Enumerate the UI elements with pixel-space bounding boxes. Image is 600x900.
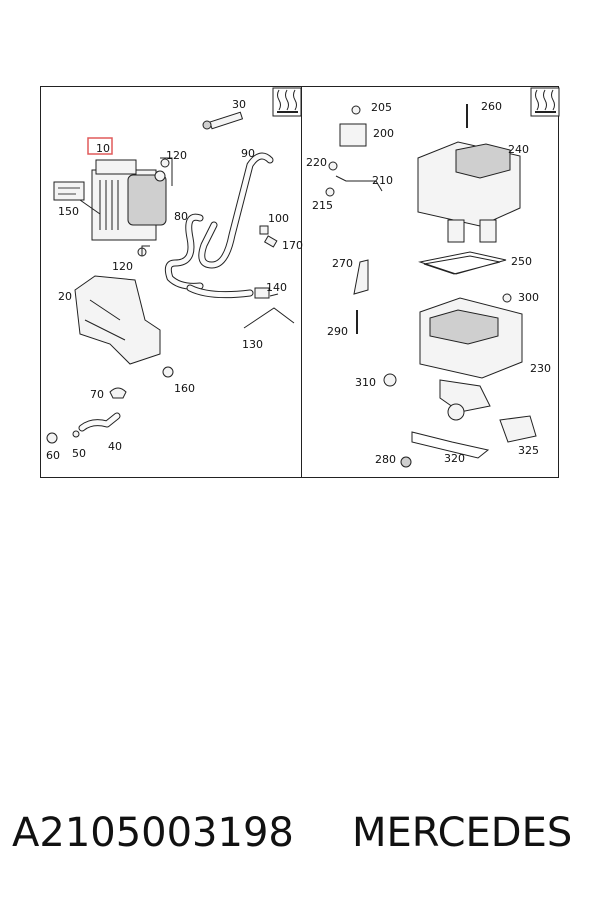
callout-60: 60 [46, 449, 60, 462]
relay-part-200[interactable] [339, 123, 367, 147]
mounting-bracket-20[interactable] [74, 275, 161, 365]
connector-part-100[interactable] [259, 225, 269, 235]
connector-part-170[interactable] [263, 235, 278, 248]
clamp-part-120a[interactable] [160, 158, 170, 168]
callout-30: 30 [232, 98, 246, 111]
callout-10: 10 [96, 142, 110, 155]
callout-140: 140 [266, 281, 287, 294]
gasket-part-320[interactable] [411, 431, 490, 459]
callout-40: 40 [108, 440, 122, 453]
callout-300: 300 [518, 291, 539, 304]
callout-220: 220 [306, 156, 327, 169]
nut-part-160[interactable] [162, 366, 174, 378]
callout-280: 280 [375, 453, 396, 466]
callout-120a: 120 [166, 149, 187, 162]
callout-210: 210 [372, 174, 393, 187]
pump-unit-230[interactable] [419, 297, 523, 421]
bracket-part-325[interactable] [499, 415, 537, 443]
grommet-part-280[interactable] [400, 456, 412, 468]
heater-waves-icon [530, 87, 560, 117]
part-number: A2105003198 [12, 810, 294, 856]
bracket-part-270[interactable] [353, 259, 369, 295]
callout-20: 20 [58, 290, 72, 303]
clip-part-140[interactable] [254, 287, 270, 299]
callout-70: 70 [90, 388, 104, 401]
clamp-part-310[interactable] [383, 373, 397, 387]
callout-205: 205 [371, 101, 392, 114]
bracket-part-210[interactable] [335, 175, 383, 192]
washer-part-215[interactable] [325, 187, 335, 197]
callout-230: 230 [530, 362, 551, 375]
callout-150: 150 [58, 205, 79, 218]
callout-90: 90 [241, 147, 255, 160]
callout-120b: 120 [112, 260, 133, 273]
control-unit-240[interactable] [417, 141, 521, 243]
nut-part-220[interactable] [328, 161, 338, 171]
callout-240: 240 [508, 143, 529, 156]
callout-100: 100 [268, 212, 289, 225]
callout-260: 260 [481, 100, 502, 113]
sensor-part-30[interactable] [202, 111, 244, 130]
screw-part-50[interactable] [72, 430, 80, 438]
panel-divider [301, 87, 302, 477]
gasket-part-250[interactable] [418, 251, 507, 275]
nut-part-205[interactable] [351, 105, 361, 115]
callout-215: 215 [312, 199, 333, 212]
coolant-hose-lower[interactable] [186, 284, 254, 299]
callout-270: 270 [332, 257, 353, 270]
coolant-hose-90[interactable] [198, 152, 274, 269]
callout-170: 170 [282, 239, 303, 252]
callout-325: 325 [518, 444, 539, 457]
callout-80: 80 [174, 210, 188, 223]
heater-unit-part[interactable] [91, 159, 167, 241]
coolant-hose-80[interactable] [164, 213, 204, 290]
heater-waves-icon [272, 87, 302, 117]
caption: A2105003198 MERCEDES [0, 800, 600, 870]
callout-250: 250 [511, 255, 532, 268]
clamp-part-70[interactable] [109, 387, 127, 399]
nut-part-300[interactable] [502, 293, 512, 303]
callout-200: 200 [373, 127, 394, 140]
exhaust-pipe-40[interactable] [78, 412, 121, 432]
callout-290: 290 [327, 325, 348, 338]
callout-320: 320 [444, 452, 465, 465]
callout-310: 310 [355, 376, 376, 389]
fuel-line-130[interactable] [243, 293, 295, 329]
highlight-box [87, 137, 113, 155]
callout-50: 50 [72, 447, 86, 460]
callout-130: 130 [242, 338, 263, 351]
brand-name: MERCEDES [352, 810, 573, 856]
callout-160: 160 [174, 382, 195, 395]
diagram-frame [40, 86, 559, 478]
label-box-part[interactable] [53, 181, 85, 201]
bolt-part-60[interactable] [46, 432, 58, 444]
